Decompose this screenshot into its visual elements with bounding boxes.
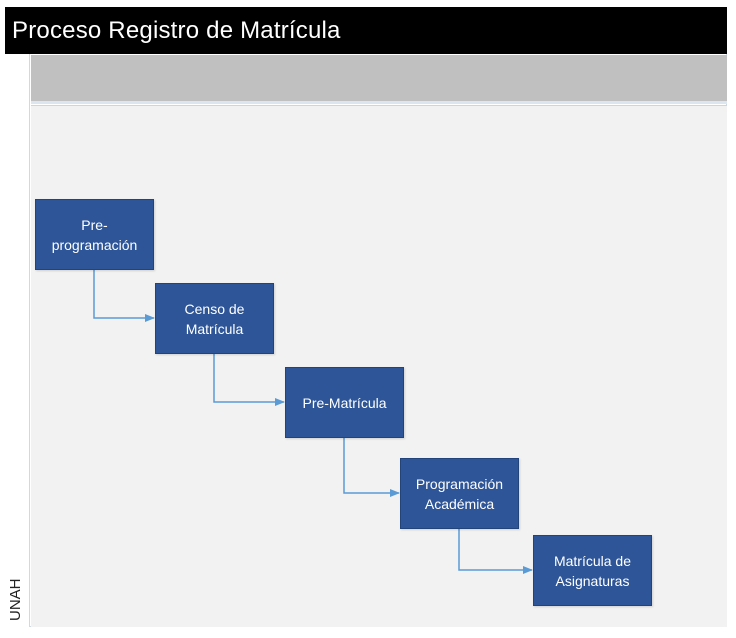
diagram-title: Proceso Registro de Matrícula (5, 7, 727, 54)
process-step-label: Matrícula de Asignaturas (553, 552, 632, 589)
process-step-programacion-academica: Programación Académica (400, 458, 519, 529)
process-step-pre-matricula: Pre-Matrícula (285, 367, 404, 438)
process-step-label: Programación Académica (415, 475, 504, 512)
lane-label-column (5, 54, 30, 627)
process-step-label: Censo de Matrícula (184, 300, 245, 337)
process-step-pre-programacion: Pre- programación (35, 199, 154, 270)
process-step-matricula-de-asignaturas: Matrícula de Asignaturas (533, 535, 652, 606)
process-step-label: Pre- programación (51, 216, 138, 253)
phase-header (31, 55, 727, 104)
process-step-label: Pre-Matrícula (302, 394, 387, 411)
title-text: Proceso Registro de Matrícula (12, 16, 341, 44)
process-step-censo-de-matricula: Censo de Matrícula (155, 283, 274, 354)
lane-label: UNAH (7, 578, 24, 621)
